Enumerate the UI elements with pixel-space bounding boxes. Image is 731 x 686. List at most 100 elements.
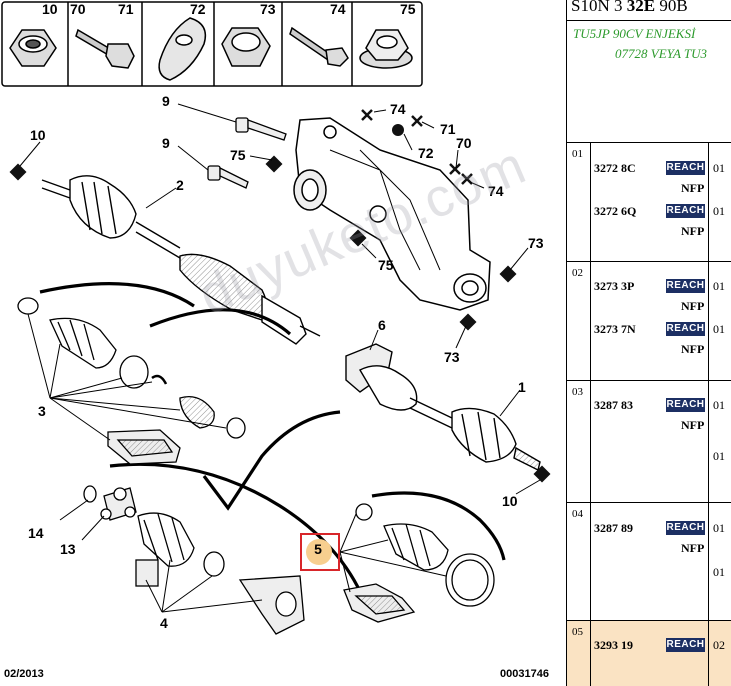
- engine-bracket: [293, 117, 491, 311]
- reach-badge: REACH: [666, 322, 705, 336]
- group-number: 03: [572, 386, 583, 398]
- footer-date: 02/2013: [4, 668, 44, 680]
- part-group-05: 05 3293 19 REACH 02: [567, 620, 731, 686]
- group-number: 04: [572, 508, 583, 520]
- ref-3: 3: [38, 403, 46, 419]
- group-divider: [708, 621, 709, 686]
- quantity: 01: [713, 322, 725, 336]
- reference-numbers: 9 74 71 72 70 74 10 9 75 2 73 75 6 73 1 …: [28, 93, 544, 631]
- part-note: NFP: [681, 342, 705, 356]
- part-number[interactable]: 3273 3P: [594, 279, 635, 293]
- engine-subtitle-2: 07728 VEYA TU3: [615, 46, 708, 61]
- group-divider: [590, 381, 591, 502]
- thumb-label-10: 10: [42, 1, 58, 17]
- quantity: 01: [713, 398, 725, 412]
- ref-74-upper: 74: [390, 101, 406, 117]
- ref-70: 70: [456, 135, 472, 151]
- group-divider: [708, 503, 709, 620]
- highlighted-ref-5-label: 5: [314, 541, 322, 557]
- tripod-kit-4: [83, 485, 305, 635]
- ref-9-upper: 9: [162, 93, 170, 109]
- quantity: 01: [713, 279, 725, 293]
- parts-panel: S10N 3 32E 90B TU5JP 90CV ENJEKSİ 07728 …: [566, 0, 731, 686]
- engine-subtitle-1: TU5JP 90CV ENJEKSİ: [573, 26, 696, 41]
- quantity: 01: [713, 161, 725, 175]
- bolt-9-lower: [207, 165, 249, 189]
- part-note: NFP: [681, 224, 705, 238]
- part-group-03: 03 3287 83 REACH 01 NFP 01: [567, 380, 731, 502]
- model-title: S10N 3 32E 90B: [571, 0, 688, 15]
- highlight-circle: [306, 539, 332, 565]
- fastener-thumbnail-strip: [1, 1, 423, 87]
- part-group-01: 01 3272 8C REACH 01 NFP 3272 6Q REACH 01…: [567, 142, 731, 261]
- header-divider: [567, 20, 731, 21]
- ref-74-lower: 74: [488, 183, 504, 199]
- part-note: NFP: [681, 181, 705, 195]
- ref-75-upper: 75: [230, 147, 246, 163]
- reach-badge: REACH: [666, 521, 705, 535]
- ref-72: 72: [418, 145, 434, 161]
- part-number[interactable]: 3272 6Q: [594, 204, 637, 218]
- part-number[interactable]: 3293 19: [594, 638, 633, 652]
- group-divider: [708, 143, 709, 261]
- group-divider: [590, 262, 591, 380]
- boot-kit-3: [17, 297, 246, 465]
- quantity: 01: [713, 521, 725, 535]
- group-number: 02: [572, 267, 583, 279]
- thumb-label-72: 72: [190, 1, 206, 17]
- group-divider: [708, 262, 709, 380]
- group-divider: [590, 143, 591, 261]
- footer-code: 00031746: [500, 668, 549, 680]
- group-number: 05: [572, 626, 583, 638]
- quantity: 02: [713, 638, 725, 652]
- part-note: NFP: [681, 418, 705, 432]
- reach-badge: REACH: [666, 279, 705, 293]
- ref-4: 4: [160, 615, 168, 631]
- ref-2: 2: [176, 177, 184, 193]
- highlighted-ref-5[interactable]: [300, 533, 340, 571]
- leader-lines-5: [339, 513, 447, 593]
- ref-13: 13: [60, 541, 76, 557]
- thumb-label-73: 73: [260, 1, 276, 17]
- driveshaft-left: [41, 175, 321, 345]
- group-divider: [708, 381, 709, 502]
- part-group-02: 02 3273 3P REACH 01 NFP 3273 7N REACH 01…: [567, 261, 731, 380]
- quantity: 01: [713, 565, 725, 579]
- ref-10-upper: 10: [30, 127, 46, 143]
- leader-lines: [19, 103, 541, 495]
- reach-badge: REACH: [666, 398, 705, 412]
- part-number[interactable]: 3272 8C: [594, 161, 636, 175]
- leader-lines-3: [27, 313, 227, 441]
- ref-10-lower: 10: [502, 493, 518, 509]
- part-number[interactable]: 3287 89: [594, 521, 633, 535]
- ref-1: 1: [518, 379, 526, 395]
- boot-kit-5: [343, 503, 495, 623]
- group-divider: [590, 621, 591, 686]
- quantity: 01: [713, 204, 725, 218]
- thumb-label-75: 75: [400, 1, 416, 17]
- ref-73-lower: 73: [444, 349, 460, 365]
- driveshaft-right: [345, 343, 541, 472]
- diagram-drawing: 10 70 71 72 73 74 75: [1, 1, 551, 635]
- part-number[interactable]: 3287 83: [594, 398, 633, 412]
- group-divider: [590, 503, 591, 620]
- part-note: NFP: [681, 299, 705, 313]
- thumb-label-70: 70: [70, 1, 86, 17]
- ref-73-upper: 73: [528, 235, 544, 251]
- group-number: 01: [572, 148, 583, 160]
- part-group-04: 04 3287 89 REACH 01 NFP 01: [567, 502, 731, 620]
- ref-71: 71: [440, 121, 456, 137]
- part-number[interactable]: 3273 7N: [594, 322, 636, 336]
- quantity: 01: [713, 449, 725, 463]
- reach-badge: REACH: [666, 161, 705, 175]
- group-frame-lines: [39, 282, 506, 601]
- reach-badge: REACH: [666, 204, 705, 218]
- bolt-9-upper: [235, 117, 287, 141]
- ref-14: 14: [28, 525, 44, 541]
- ref-75-lower: 75: [378, 257, 394, 273]
- leader-lines-4: [59, 499, 263, 613]
- thumb-label-74: 74: [330, 1, 346, 17]
- reach-badge: REACH: [666, 638, 705, 652]
- ref-6: 6: [378, 317, 386, 333]
- part-note: NFP: [681, 541, 705, 555]
